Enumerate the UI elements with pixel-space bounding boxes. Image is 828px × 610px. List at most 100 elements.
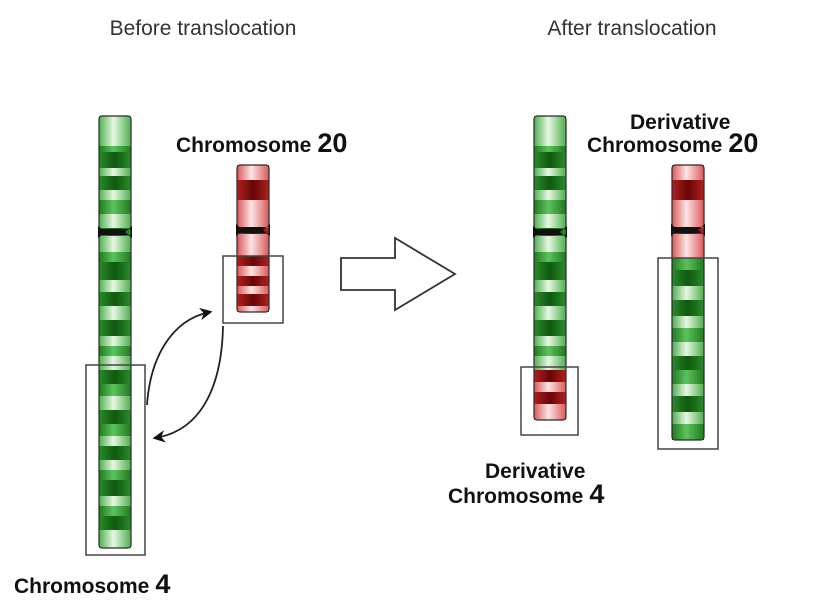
- chromosome-4-band: [99, 436, 131, 446]
- chromosome-20-highlight-box: [222, 255, 284, 324]
- derivative-chromosome-4-band: [534, 252, 566, 262]
- derivative-chromosome-4-band: [534, 146, 566, 152]
- derivative-chromosome-4-band: [534, 392, 566, 404]
- label-derivative-4-number: 4: [589, 479, 604, 509]
- chromosome-4-band: [99, 424, 131, 436]
- chromosome-4-band: [99, 410, 131, 424]
- derivative-chromosome-20-band: [672, 316, 704, 328]
- label-derivative-20-line1: Derivative: [630, 111, 730, 134]
- derivative-chromosome-4-band: [534, 214, 566, 228]
- derivative-chromosome-4-highlight-box: [520, 366, 579, 436]
- chromosome-4-band: [99, 530, 131, 548]
- chromosome-20-band: [237, 234, 269, 246]
- label-chromosome-4-word: Chromosome: [14, 575, 149, 598]
- derivative-chromosome-20-band: [672, 200, 704, 218]
- chromosome-4-band: [99, 496, 131, 506]
- derivative-chromosome-4-centromere: [533, 226, 567, 238]
- chromosome-4-band: [99, 280, 131, 292]
- chromosome-20-outline: [236, 164, 270, 313]
- chromosome-4-band: [99, 262, 131, 280]
- chromosome-4: [98, 115, 132, 549]
- derivative-chromosome-4-band: [534, 356, 566, 370]
- chromosome-4-centromere: [98, 226, 132, 238]
- derivative-chromosome-4-band: [534, 404, 566, 420]
- label-derivative-4-word: Chromosome: [448, 485, 583, 508]
- chromosome-4-band: [99, 252, 131, 262]
- chromosome-4-band: [99, 200, 131, 214]
- chromosome-4-band: [99, 370, 131, 384]
- derivative-chromosome-20: [671, 164, 705, 441]
- chromosome-20-band: [237, 306, 269, 312]
- label-chromosome-20: Chromosome 20: [176, 128, 347, 158]
- label-chromosome-20-number: 20: [317, 128, 347, 158]
- derivative-chromosome-4-outline: [533, 115, 567, 421]
- derivative-chromosome-4-band: [534, 236, 566, 252]
- chromosome-4-band: [99, 356, 131, 370]
- derivative-chromosome-20-band: [672, 218, 704, 228]
- chromosome-20: [236, 164, 270, 313]
- derivative-chromosome-20-band: [672, 258, 704, 270]
- derivative-chromosome-4-band: [534, 168, 566, 176]
- swap-arrow-down-icon: [152, 325, 224, 443]
- chromosome-20-band: [237, 218, 269, 228]
- derivative-chromosome-4-band: [534, 320, 566, 336]
- derivative-chromosome-4-band: [534, 336, 566, 346]
- derivative-chromosome-4: [533, 115, 567, 421]
- derivative-chromosome-20-band: [672, 384, 704, 396]
- chromosome-20-band: [237, 256, 269, 266]
- chromosome-4-band: [99, 236, 131, 252]
- chromosome-20-band: [237, 165, 269, 180]
- chromosome-4-band: [99, 480, 131, 496]
- derivative-chromosome-4-band: [534, 370, 566, 382]
- chromosome-4-band: [99, 146, 131, 152]
- heading-after: After translocation: [547, 17, 716, 40]
- derivative-chromosome-20-highlight-box: [657, 257, 719, 450]
- derivative-chromosome-4-band: [534, 306, 566, 320]
- derivative-chromosome-20-band: [672, 370, 704, 384]
- label-chromosome-20-word: Chromosome: [176, 134, 311, 157]
- chromosome-4-band: [99, 516, 131, 530]
- label-chromosome-4-number: 4: [155, 569, 170, 599]
- derivative-chromosome-20-band: [672, 328, 704, 342]
- chromosome-4-band: [99, 446, 131, 460]
- chromosome-4-band: [99, 470, 131, 480]
- derivative-chromosome-20-band: [672, 412, 704, 424]
- derivative-chromosome-4-band: [534, 262, 566, 280]
- chromosome-20-band: [237, 286, 269, 294]
- chromosome-4-band: [99, 306, 131, 320]
- swap-arrow-up-icon: [146, 307, 213, 406]
- chromosome-20-band: [237, 246, 269, 256]
- derivative-chromosome-20-band: [672, 270, 704, 286]
- derivative-chromosome-20-band: [672, 342, 704, 356]
- chromosome-4-band: [99, 116, 131, 146]
- derivative-chromosome-4-band: [534, 152, 566, 168]
- derivative-chromosome-20-band: [672, 234, 704, 246]
- chromosome-20-band: [237, 200, 269, 218]
- heading-before: Before translocation: [110, 17, 297, 40]
- chromosome-4-band: [99, 336, 131, 346]
- chromosome-4-band: [99, 506, 131, 516]
- chromosome-20-band: [237, 180, 269, 200]
- chromosome-4-band: [99, 176, 131, 190]
- derivative-chromosome-20-band: [672, 180, 704, 200]
- chromosome-20-band: [237, 266, 269, 276]
- derivative-chromosome-4-band: [534, 116, 566, 146]
- chromosome-4-outline: [98, 115, 132, 549]
- derivative-chromosome-20-band: [672, 286, 704, 300]
- derivative-chromosome-4-band: [534, 190, 566, 200]
- chromosome-4-band: [99, 168, 131, 176]
- chromosome-4-band: [99, 346, 131, 356]
- chromosome-20-band: [237, 276, 269, 286]
- derivative-chromosome-4-band: [534, 280, 566, 292]
- derivative-chromosome-20-band: [672, 424, 704, 440]
- chromosome-4-band: [99, 320, 131, 336]
- label-chromosome-4: Chromosome 4: [14, 569, 170, 599]
- label-derivative-20-word: Chromosome: [587, 134, 722, 157]
- chromosome-4-band: [99, 460, 131, 470]
- chromosome-4-band: [99, 292, 131, 306]
- label-derivative-4-line1: Derivative: [485, 460, 585, 483]
- derivative-chromosome-20-band: [672, 246, 704, 258]
- derivative-chromosome-4-band: [534, 346, 566, 356]
- derivative-chromosome-4-band: [534, 176, 566, 190]
